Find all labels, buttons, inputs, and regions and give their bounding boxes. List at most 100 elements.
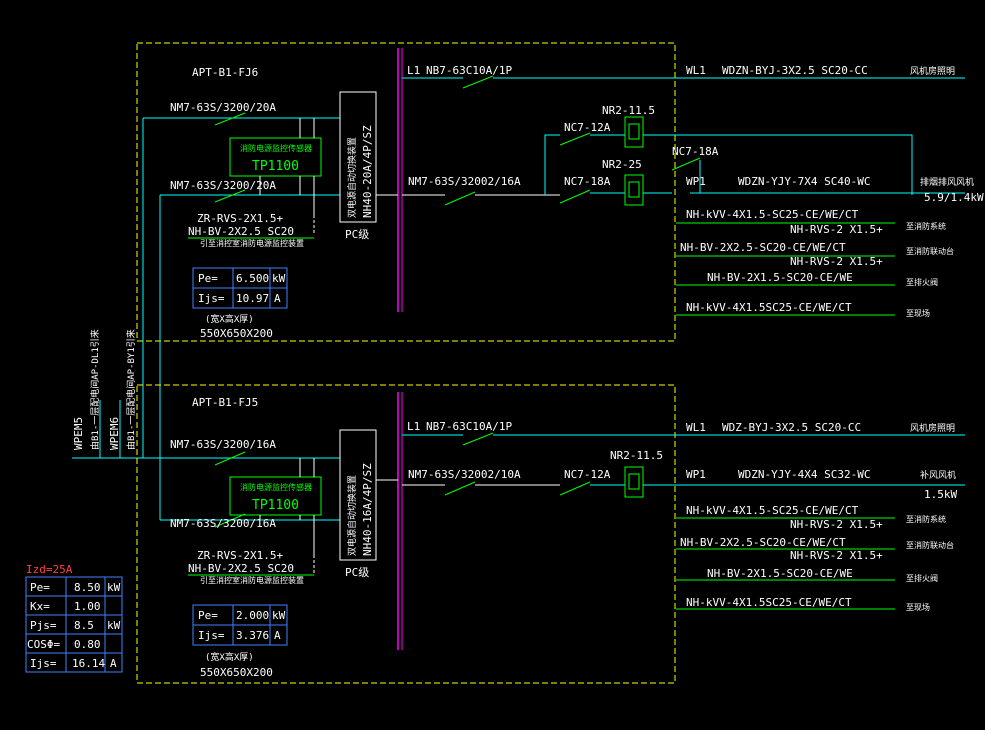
panel-1-name: APT-B1-FJ6	[192, 66, 258, 79]
panel-1-ats-label: NH40-20A/4P/SZ	[361, 125, 374, 218]
panel-2-wp1-desc: 补风风机	[920, 469, 956, 481]
panel-2-ctrl5-cable: NH-BV-2X1.5-SC20-CE/WE	[707, 567, 853, 580]
panel-1-wp1-power: 5.9/1.4kW	[924, 191, 984, 204]
panel-1-main-breaker-symbol	[444, 191, 476, 206]
panel-1-dim-value: 550X650X200	[200, 327, 273, 340]
panel-2-l1-breaker: NB7-63C10A/1P	[426, 420, 512, 433]
panel-1-nc3: NC7-18A	[672, 145, 719, 158]
summary-row-2-unit: kW	[107, 619, 121, 632]
panel-2-pe-unit: kW	[272, 609, 286, 622]
feeder-wpem5-label: WPEM5	[72, 417, 85, 450]
panel-2-monitor-title: 消防电源监控传感器	[240, 482, 312, 492]
panel-1-ijs-unit: A	[274, 292, 281, 305]
panel-2-nr1-relay	[624, 466, 644, 498]
panel-2-main-breaker: NM7-63S/32002/10A	[408, 468, 521, 481]
summary-row-0-value: 8.50	[74, 581, 101, 594]
panel-1-breaker-2: NM7-63S/3200/20A	[170, 179, 276, 192]
panel-1-ats-box	[339, 91, 377, 223]
panel-1-ctrl2-cable: NH-RVS-2 X1.5+	[790, 223, 883, 236]
panel-2-wl1-label: WL1	[686, 421, 706, 434]
panel-2-cable-desc: 引至消控室消防电源监控装置	[200, 575, 304, 585]
panel-1-monitor-model: TP1100	[252, 159, 299, 174]
panel-2-pc-label: PC级	[345, 566, 369, 579]
summary-row-4-label: Ijs=	[30, 657, 57, 670]
panel-1-ctrl4-cable: NH-RVS-2 X1.5+	[790, 255, 883, 268]
panel-1-l1-breaker: NB7-63C10A/1P	[426, 64, 512, 77]
panel-2-name: APT-B1-FJ5	[192, 396, 258, 409]
panel-2-dim-value: 550X650X200	[200, 666, 273, 679]
panel-1-breaker-1-symbol	[214, 112, 246, 126]
panel-2-breaker-1-symbol	[214, 451, 246, 466]
panel-2-enclosure	[136, 384, 676, 684]
panel-1-ats-desc: 双电源自动切换装置	[346, 137, 358, 218]
summary-row-1-label: Kx=	[30, 600, 50, 613]
panel-1-ctrl3-cable: NH-BV-2X2.5-SC20-CE/WE/CT	[680, 241, 846, 254]
panel-1-monitor-box	[229, 137, 322, 177]
panel-1-cable-2: NH-BV-2X2.5 SC20	[188, 225, 294, 238]
feeder-wpem6-label: WPEM6	[108, 417, 121, 450]
panel-1-ctrl1-desc: 至消防系统	[906, 221, 946, 231]
summary-izd: Izd=25A	[26, 563, 73, 576]
panel-1-dim-label: (宽X高X厚)	[205, 313, 254, 325]
panel-1-nc2-symbol	[559, 189, 591, 204]
panel-2-breaker-2-symbol	[214, 513, 246, 528]
panel-1-wp1-label: WP1	[686, 175, 706, 188]
panel-1-ctrl5-cable: NH-BV-2X1.5-SC20-CE/WE	[707, 271, 853, 284]
panel-2: APT-B1-FJ5 NM7-63S/3200/16A NM7-63S/3200…	[136, 384, 965, 684]
panel-1-pe-value: 6.500	[236, 272, 269, 285]
panel-2-ctrl6-desc: 至现场	[906, 603, 930, 612]
panel-1-wl1-desc: 风机房照明	[910, 65, 955, 77]
panel-2-ctrl4-cable: NH-RVS-2 X1.5+	[790, 549, 883, 562]
summary-row-4-value: 16.14	[72, 657, 105, 670]
summary-table: Izd=25A Pe= 8.50 kW Kx= 1.00 Pjs= 8.5 kW…	[25, 563, 123, 673]
panel-2-nr1: NR2-11.5	[610, 449, 663, 462]
summary-row-1-value: 1.00	[74, 600, 101, 613]
panel-1-breaker-2-symbol	[214, 189, 246, 203]
panel-2-main-breaker-symbol	[444, 481, 476, 496]
panel-1-l1-label: L1	[407, 64, 420, 77]
panel-2-dim-label: (宽X高X厚)	[205, 651, 254, 663]
panel-1-ijs-label: Ijs=	[198, 292, 225, 305]
panel-2-ctrl2-cable: NH-RVS-2 X1.5+	[790, 518, 883, 531]
panel-1-nc2: NC7-18A	[564, 175, 611, 188]
panel-2-ctrl1-cable: NH-kVV-4X1.5-SC25-CE/WE/CT	[686, 504, 859, 517]
panel-1-ctrl6-desc: 至现场	[906, 309, 930, 318]
panel-2-ats-label: NH40-16A/4P/SZ	[361, 463, 374, 556]
panel-1-pe-unit: kW	[272, 272, 286, 285]
summary-row-4-unit: A	[110, 657, 117, 670]
panel-1-wp1-desc: 排烟排风风机	[920, 176, 974, 188]
panel-1-nr1-relay	[624, 116, 644, 148]
panel-2-pe-label: Pe=	[198, 609, 218, 622]
summary-row-3-label: COSΦ=	[27, 638, 60, 651]
panel-2-cable-2: NH-BV-2X2.5 SC20	[188, 562, 294, 575]
panel-2-pe-value: 2.000	[236, 609, 269, 622]
summary-table-border	[25, 576, 123, 673]
panel-1-enclosure	[136, 42, 676, 342]
panel-1-main-breaker: NM7-63S/32002/16A	[408, 175, 521, 188]
panel-2-nc1-symbol	[559, 481, 591, 496]
panel-2-ijs-label: Ijs=	[198, 629, 225, 642]
panel-1-ctrl5-desc: 至排火阀	[906, 277, 938, 287]
panel-2-ats-desc: 双电源自动切换装置	[346, 475, 358, 556]
panel-2-ijs-unit: A	[274, 629, 281, 642]
summary-row-0-label: Pe=	[30, 581, 50, 594]
panel-2-breaker-2: NM7-63S/3200/16A	[170, 517, 276, 530]
panel-2-ctrl1-desc: 至消防系统	[906, 514, 946, 524]
panel-1-nc1-symbol	[559, 132, 591, 146]
panel-1-ctrl1-cable: NH-kVV-4X1.5-SC25-CE/WE/CT	[686, 208, 859, 221]
panel-1-cable-desc: 引至消控室消防电源监控装置	[200, 238, 304, 248]
summary-row-0-unit: kW	[107, 581, 121, 594]
panel-2-wp1-label: WP1	[686, 468, 706, 481]
panel-1-nr1: NR2-11.5	[602, 104, 655, 117]
panel-2-wp1-cable: WDZN-YJY-4X4 SC32-WC	[738, 468, 870, 481]
panel-2-monitor-box	[229, 476, 322, 516]
panel-1-pc-label: PC级	[345, 228, 369, 241]
summary-row-2-value: 8.5	[74, 619, 94, 632]
panel-1-nr2: NR2-25	[602, 158, 642, 171]
panel-1-pe-label: Pe=	[198, 272, 218, 285]
panel-1-nr2-relay	[624, 174, 644, 206]
panel-2-nc1: NC7-12A	[564, 468, 611, 481]
panel-2-l1-label: L1	[407, 420, 420, 433]
panel-1: APT-B1-FJ6 NM7-63S/3200/20A NM7-63S/3200…	[136, 42, 984, 342]
